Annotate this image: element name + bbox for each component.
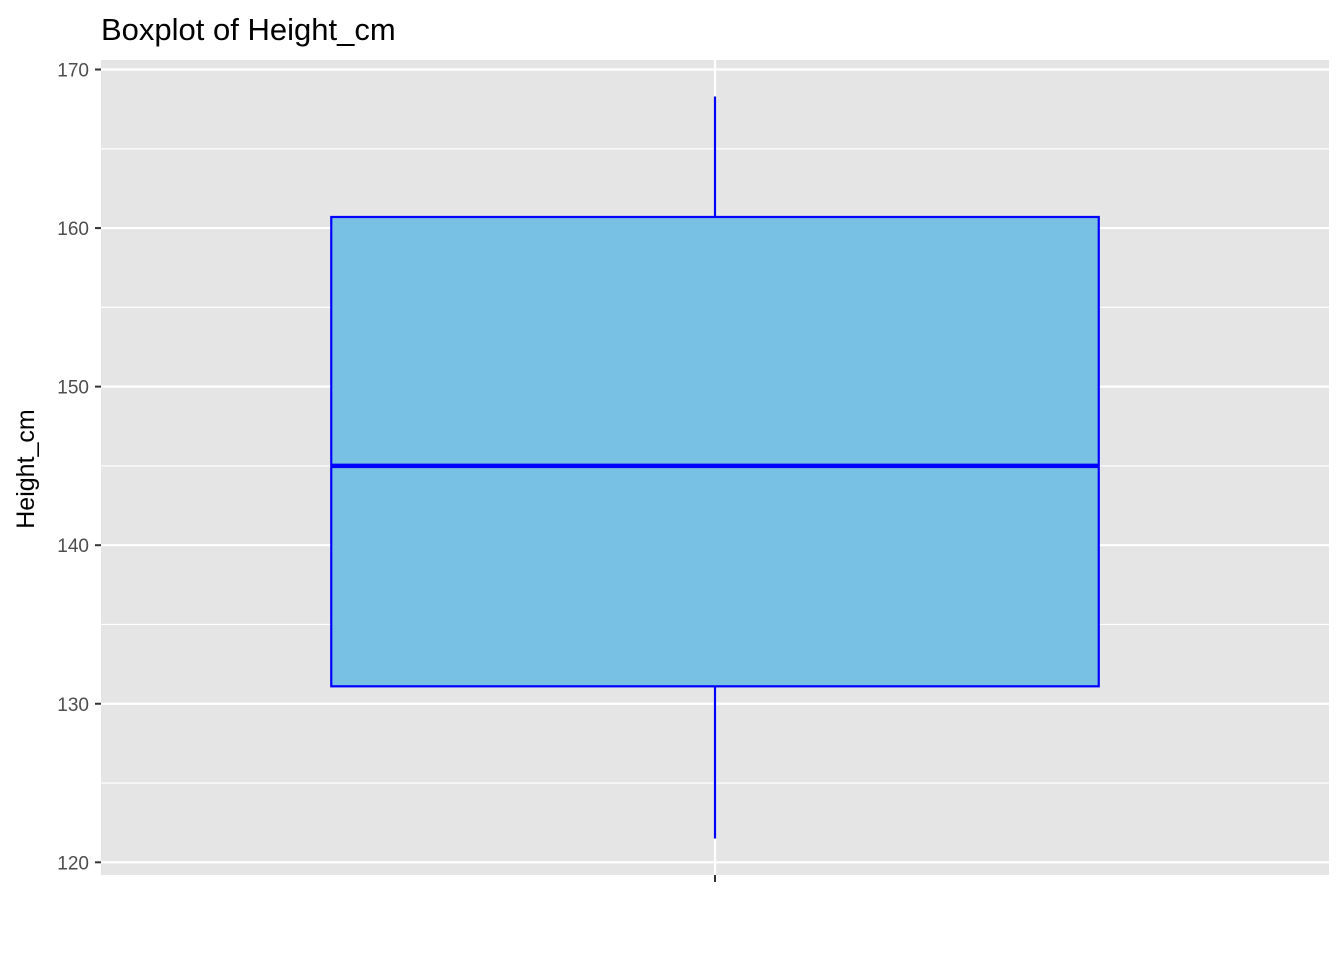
box-iqr	[330, 215, 1100, 688]
y-tick-label: 130	[57, 695, 89, 716]
y-tick-label: 170	[57, 61, 89, 82]
y-axis-label: Height_cm	[12, 409, 40, 529]
y-tick-label: 150	[57, 378, 89, 399]
y-tick-label: 140	[57, 536, 89, 557]
y-axis: 120 130 140 150 160 170	[57, 61, 101, 874]
y-tick-label: 120	[57, 853, 89, 874]
chart-title: Boxplot of Height_cm	[101, 12, 396, 47]
y-tick-label: 160	[57, 219, 89, 240]
boxes	[330, 96, 1100, 839]
